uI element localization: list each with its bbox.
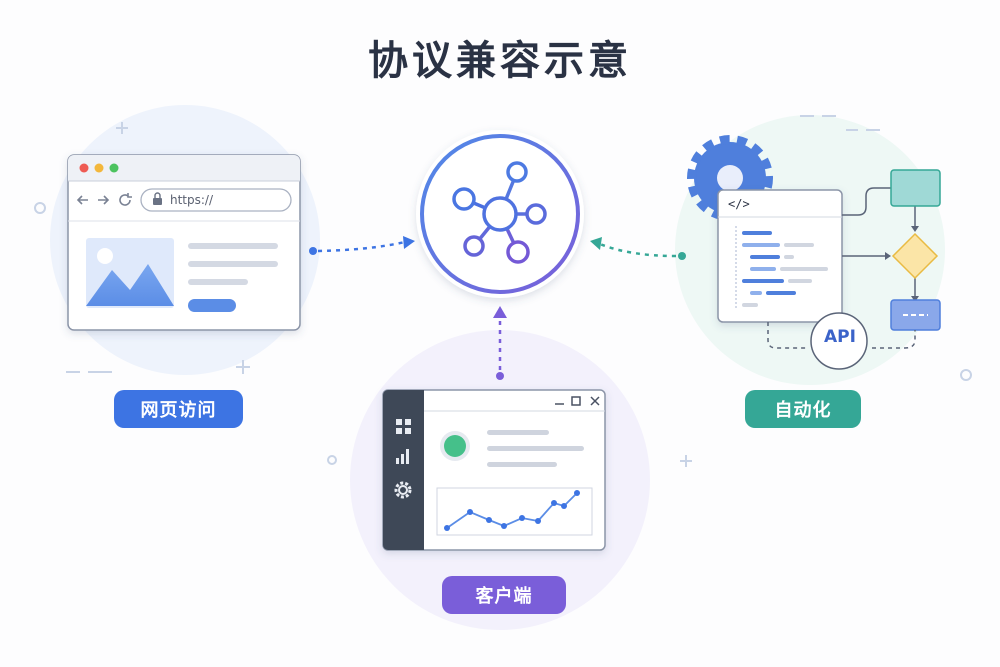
lock-icon	[153, 192, 162, 205]
connector-client-to-hub	[493, 306, 507, 380]
text-line	[487, 446, 584, 451]
mountain-icon	[86, 264, 174, 306]
grid-icon[interactable]	[396, 419, 411, 434]
flow-decision-node	[891, 232, 939, 280]
browser-titlebar	[68, 155, 300, 181]
text-line	[487, 430, 549, 435]
flow-lines	[842, 187, 916, 298]
back-arrow-icon[interactable]	[76, 195, 88, 205]
text-line	[188, 279, 248, 285]
client-sidebar	[383, 390, 424, 550]
page-button[interactable]	[188, 299, 236, 312]
line-chart	[444, 490, 580, 531]
text-line	[487, 462, 557, 467]
forward-arrow-icon[interactable]	[98, 195, 110, 205]
page-title: 协议兼容示意	[368, 38, 632, 84]
text-line	[188, 261, 278, 267]
gear-icon[interactable]	[394, 481, 412, 499]
code-lines	[742, 231, 828, 307]
address-bar[interactable]	[140, 188, 292, 212]
automation-label: 自动化	[745, 390, 861, 428]
reload-icon[interactable]	[119, 193, 132, 206]
flow-start-node	[890, 169, 941, 207]
api-circle	[810, 312, 868, 370]
bar-chart-icon[interactable]	[396, 449, 409, 464]
network-hub-icon	[452, 161, 547, 264]
sun-icon	[97, 248, 113, 264]
avatar	[444, 435, 466, 457]
decorations	[34, 115, 972, 467]
text-line	[188, 243, 278, 249]
client-label: 客户端	[442, 576, 566, 614]
url-placeholder-text: https://	[170, 193, 214, 207]
chart-panel	[436, 487, 593, 536]
close-dot[interactable]	[79, 163, 89, 173]
api-label: API	[824, 327, 856, 347]
connector-automation-to-hub	[590, 237, 686, 260]
close-icon[interactable]	[590, 396, 600, 406]
api-connectors	[767, 322, 916, 349]
code-tag-icon: </>	[728, 197, 750, 211]
flow-arrowheads	[885, 226, 919, 302]
web-access-label: 网页访问	[114, 390, 243, 428]
maximize-icon[interactable]	[571, 396, 581, 406]
connector-web-to-hub	[309, 236, 415, 255]
maximize-dot[interactable]	[109, 163, 119, 173]
minimize-dot[interactable]	[94, 163, 104, 173]
